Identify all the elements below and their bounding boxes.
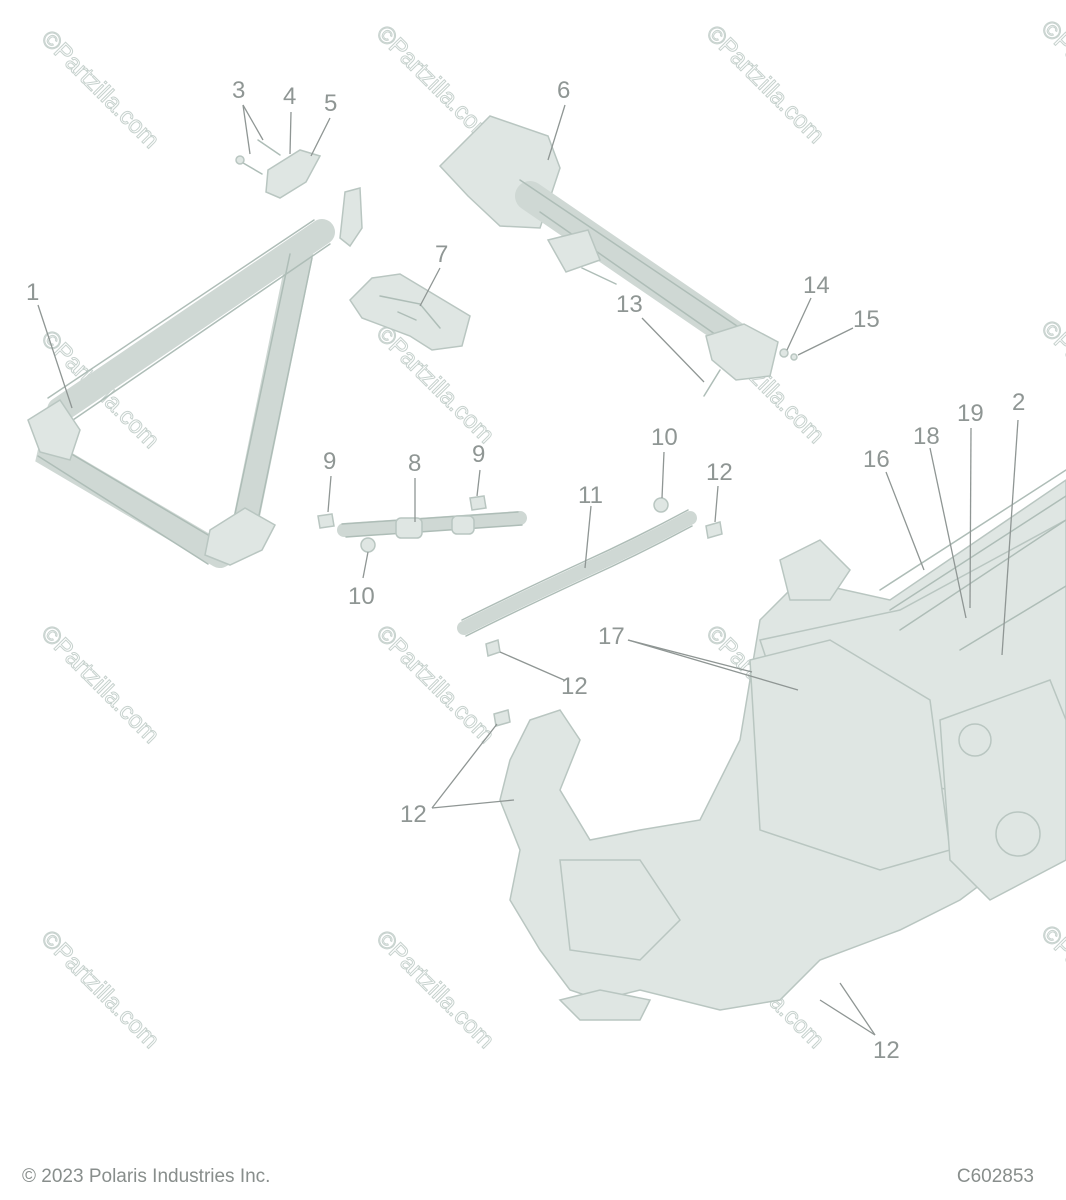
watermark: ©Partzilla.com [36, 25, 165, 154]
part-13-14-15-fasteners[interactable] [581, 267, 798, 397]
part-2-main-chassis[interactable] [499, 469, 1066, 1021]
watermark: ©Partzilla.com [371, 925, 500, 1054]
callout-19[interactable]: 19 [957, 400, 984, 427]
callout-12[interactable]: 12 [706, 459, 733, 486]
callout-8[interactable]: 8 [408, 450, 421, 477]
part-3-4-5-bracket-hardware[interactable] [235, 139, 363, 248]
callout-14[interactable]: 14 [803, 272, 830, 299]
callouts: 1 2 3 4 5 6 7 8 9 9 10 10 11 12 12 12 12… [26, 77, 1025, 1064]
callout-17[interactable]: 17 [598, 623, 625, 650]
callout-12[interactable]: 12 [873, 1037, 900, 1064]
leader-lines [37, 104, 1019, 1036]
callout-15[interactable]: 15 [853, 306, 880, 333]
watermark: ©Partzilla.com [1036, 920, 1066, 1049]
copyright-text: © 2023 Polaris Industries Inc. [22, 1166, 271, 1187]
callout-13[interactable]: 13 [616, 291, 643, 318]
callout-2[interactable]: 2 [1012, 389, 1025, 416]
watermark: ©Partzilla.com [701, 20, 830, 149]
callout-11[interactable]: 11 [578, 482, 603, 509]
callout-5[interactable]: 5 [324, 90, 337, 117]
callout-12[interactable]: 12 [400, 801, 427, 828]
callout-18[interactable]: 18 [913, 423, 940, 450]
callout-9[interactable]: 9 [472, 441, 485, 468]
watermark: ©Partzilla.com [1036, 315, 1066, 444]
watermark: ©Partzilla.com [36, 620, 165, 749]
callout-1[interactable]: 1 [26, 279, 39, 306]
callout-10[interactable]: 10 [348, 583, 375, 610]
watermark: ©Partzilla.com [1036, 15, 1066, 144]
part-1-tube-frame[interactable] [27, 219, 335, 568]
part-6-upper-frame-tube[interactable] [438, 115, 779, 381]
callout-6[interactable]: 6 [557, 77, 570, 104]
callout-16[interactable]: 16 [863, 446, 890, 473]
callout-7[interactable]: 7 [435, 241, 448, 268]
callout-10[interactable]: 10 [651, 424, 678, 451]
callout-3[interactable]: 3 [232, 77, 245, 104]
diagram-code: C602853 [956, 1166, 1034, 1187]
part-8-rod[interactable] [337, 511, 527, 539]
watermark: ©Partzilla.com [371, 620, 500, 749]
callout-4[interactable]: 4 [283, 83, 296, 110]
callout-12[interactable]: 12 [561, 673, 588, 700]
callout-9[interactable]: 9 [323, 448, 336, 475]
part-11-curved-rod[interactable] [457, 509, 697, 637]
watermark: ©Partzilla.com [36, 925, 165, 1054]
part-7-bracket-plate[interactable] [349, 273, 471, 351]
